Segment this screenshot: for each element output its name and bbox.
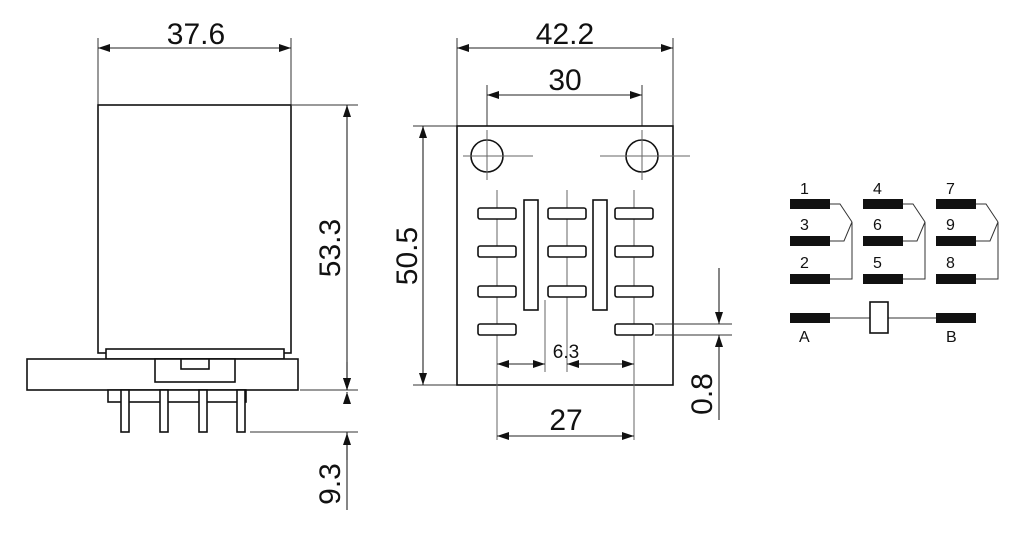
pin-label: 7 (946, 181, 955, 198)
pin-label: 5 (873, 255, 882, 272)
side-pin (236, 389, 246, 433)
pin-label: 3 (800, 217, 809, 234)
coil-symbol (869, 301, 889, 334)
pin-slots (477, 199, 654, 336)
side-pin (198, 389, 208, 433)
relay-body (97, 104, 292, 354)
dim-pin-thickness: 0.8 (686, 373, 719, 415)
side-view: 37.6 53.3 9.3 (26, 18, 358, 510)
pin-label: 8 (946, 255, 955, 272)
dim-side-width: 37.6 (167, 18, 225, 51)
dim-pin-pitch: 6.3 (553, 342, 579, 363)
side-pin (120, 389, 130, 433)
pin-label: 9 (946, 217, 955, 234)
dim-body-height: 53.3 (314, 219, 347, 277)
dim-base-height: 50.5 (391, 227, 424, 285)
dim-pin-length: 9.3 (314, 463, 347, 505)
coil-terminal-label: A (799, 329, 810, 346)
wiring-schematic: 1 3 2 4 6 5 7 9 8 A B (790, 181, 999, 346)
coil-terminal-label: B (946, 329, 957, 346)
dim-hole-spacing: 30 (548, 64, 581, 97)
pin-label: 6 (873, 217, 882, 234)
pin-label: 1 (800, 181, 809, 198)
pin-label: 4 (873, 181, 882, 198)
side-pin (159, 389, 169, 433)
relay-collar (105, 348, 285, 360)
dim-base-width: 42.2 (536, 18, 594, 51)
bottom-view: 42.2 30 50.5 6.3 27 0.8 (391, 18, 732, 440)
pin-label: 2 (800, 255, 809, 272)
dim-pin-span: 27 (549, 404, 582, 437)
